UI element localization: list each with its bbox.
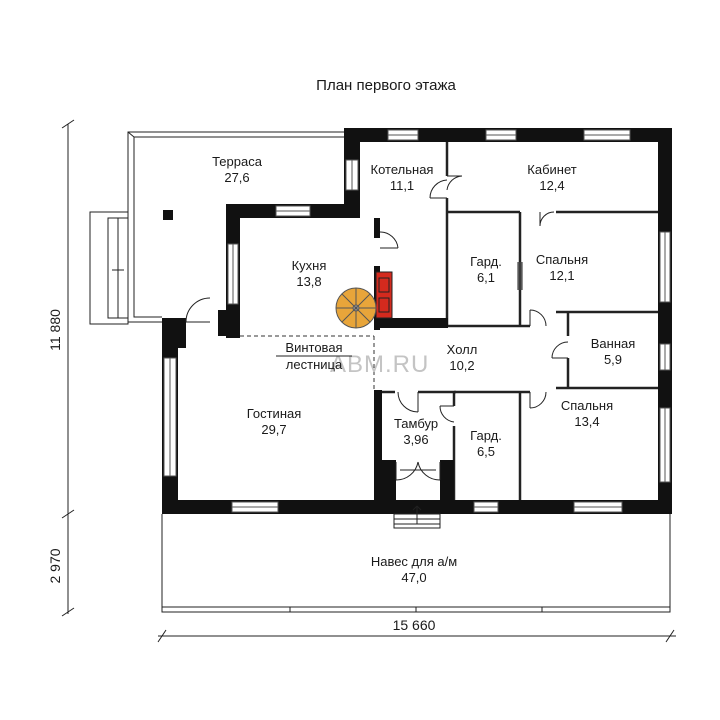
room-name: Навес для а/м <box>371 554 457 569</box>
room-area: 12,4 <box>539 178 564 193</box>
room-name: Терраса <box>212 154 263 169</box>
room-name: Холл <box>447 342 478 357</box>
room-name: Гостиная <box>247 406 302 421</box>
room-name: Котельная <box>371 162 434 177</box>
room-area: 10,2 <box>449 358 474 373</box>
watermark: ABM.RU <box>330 351 429 378</box>
carport-outline <box>161 514 671 613</box>
room-area: 6,1 <box>477 270 495 285</box>
room-name: Кабинет <box>527 162 576 177</box>
room-area: 47,0 <box>401 570 426 585</box>
room-area: 12,1 <box>549 268 574 283</box>
room-name: Гард. <box>470 254 502 269</box>
stove-icon <box>375 271 393 319</box>
room-name: Ванная <box>591 336 636 351</box>
room-area: 6,5 <box>477 444 495 459</box>
room-name: Спальня <box>536 252 588 267</box>
room-area: 5,9 <box>604 352 622 367</box>
dimension-carport-depth: 2 970 <box>47 548 63 583</box>
entrance-steps <box>393 505 441 529</box>
dimension-bottom: 15 660 <box>157 617 676 643</box>
room-area: 29,7 <box>261 422 286 437</box>
stair-label-line2: лестница <box>286 357 343 372</box>
room-area: 3,96 <box>403 432 428 447</box>
stair-label: Винтовая лестница <box>276 340 352 372</box>
terrace-outline <box>89 131 346 325</box>
room-labels: Терраса 27,6 Котельная 11,1 Кабинет 12,4… <box>212 154 635 585</box>
room-area: 13,8 <box>296 274 321 289</box>
windows <box>163 129 671 513</box>
dimension-width: 15 660 <box>393 617 436 633</box>
plan-title: План первого этажа <box>316 77 456 94</box>
stair-label-line1: Винтовая <box>285 340 342 355</box>
dimension-depth: 11 880 <box>47 309 63 351</box>
spiral-stair-icon <box>335 287 377 329</box>
room-name: Тамбур <box>394 416 438 431</box>
doors <box>185 175 569 481</box>
dimension-left: 11 880 2 970 <box>47 119 75 617</box>
room-name: Кухня <box>292 258 327 273</box>
room-area: 11,1 <box>390 178 414 193</box>
room-area: 27,6 <box>224 170 249 185</box>
interior-walls <box>218 142 658 500</box>
room-name: Гард. <box>470 428 502 443</box>
room-name: Спальня <box>561 398 613 413</box>
room-area: 13,4 <box>574 414 599 429</box>
